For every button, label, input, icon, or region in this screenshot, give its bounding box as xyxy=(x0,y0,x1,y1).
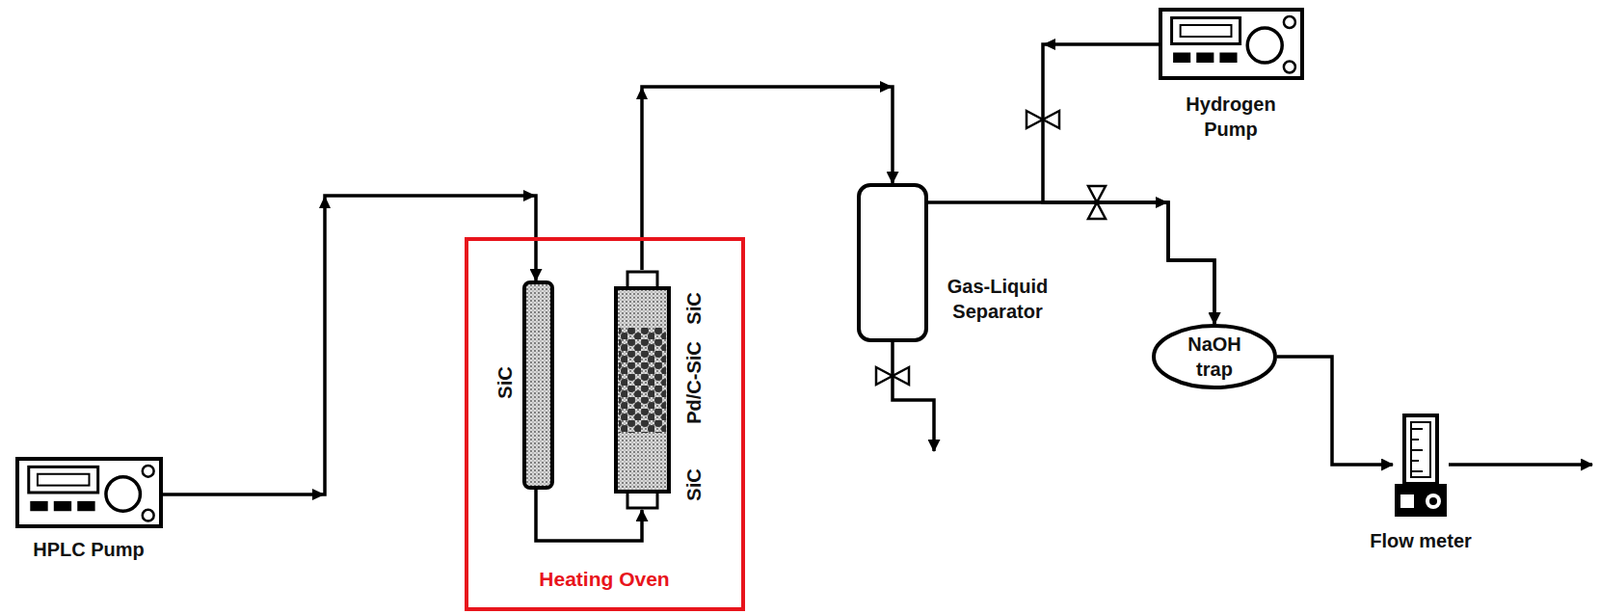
node-label: Heating Oven xyxy=(538,565,669,592)
mid-arrowheads xyxy=(312,38,1169,501)
hydrogen-pump: Hydrogen Pump xyxy=(1158,7,1305,80)
drain-line xyxy=(892,342,934,452)
catalyst-column: SiCPd/C-SiCSiC xyxy=(613,269,671,510)
flow-line xyxy=(641,86,893,270)
naoh-trap: NaOH trap xyxy=(1151,323,1278,390)
flow-line xyxy=(928,202,1215,324)
exit-line xyxy=(1448,462,1593,467)
packing-label: SiC xyxy=(681,468,707,501)
node-label: Flow meter xyxy=(1369,528,1472,554)
shape-outline xyxy=(1158,7,1305,80)
sic-column: SiC xyxy=(522,280,555,490)
hplc-pump: HPLC Pump xyxy=(15,456,163,529)
shape-outline xyxy=(15,456,163,529)
shape-outline xyxy=(522,280,555,490)
node-label: NaOH trap xyxy=(1175,331,1254,382)
flow-meter: Flow meter xyxy=(1392,413,1449,519)
node-label: HPLC Pump xyxy=(32,536,145,562)
gas-liquid-separator: Gas-Liquid Separator xyxy=(856,183,929,343)
flow-line xyxy=(1042,44,1215,324)
node-label: Hydrogen Pump xyxy=(1177,91,1284,142)
heating-oven: Heating OvenSiCSiCPd/C-SiCSiC xyxy=(464,237,746,612)
node-label: Gas-Liquid Separator xyxy=(934,273,1061,324)
packing-label: Pd/C-SiC xyxy=(681,341,707,425)
shape-outline xyxy=(613,269,671,510)
packing-label: SiC xyxy=(492,366,518,399)
flow-line xyxy=(1277,356,1393,465)
packing-label: SiC xyxy=(681,292,707,324)
shape-outline xyxy=(1392,413,1449,519)
